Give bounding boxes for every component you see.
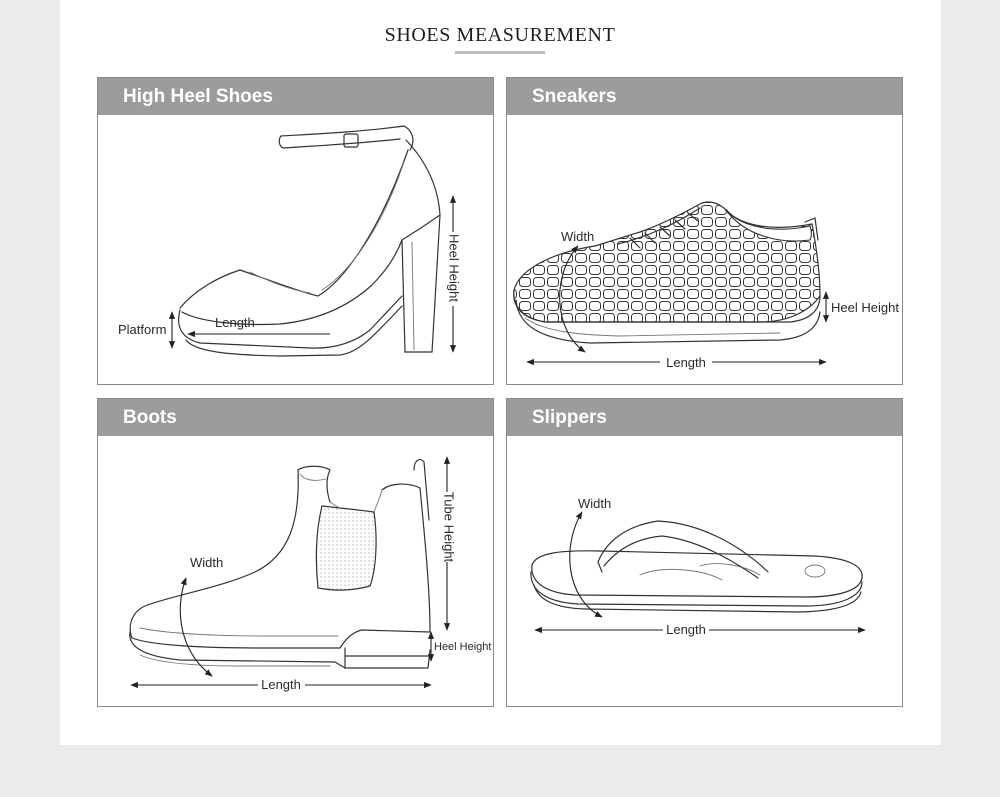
panel-header-sneakers: Sneakers xyxy=(507,78,902,115)
title-underline xyxy=(455,51,545,54)
panel-sneakers: Sneakers xyxy=(506,77,903,385)
panel-header-slippers: Slippers xyxy=(507,399,902,436)
panel-boots: Boots xyxy=(97,398,494,707)
panel-header-high-heel-shoes: High Heel Shoes xyxy=(98,78,493,115)
panel-high-heel-shoes: High Heel Shoes xyxy=(97,77,494,385)
panel-slippers: Slippers xyxy=(506,398,903,707)
page-title: SHOES MEASUREMENT xyxy=(384,24,616,46)
panel-header-boots: Boots xyxy=(98,399,493,436)
